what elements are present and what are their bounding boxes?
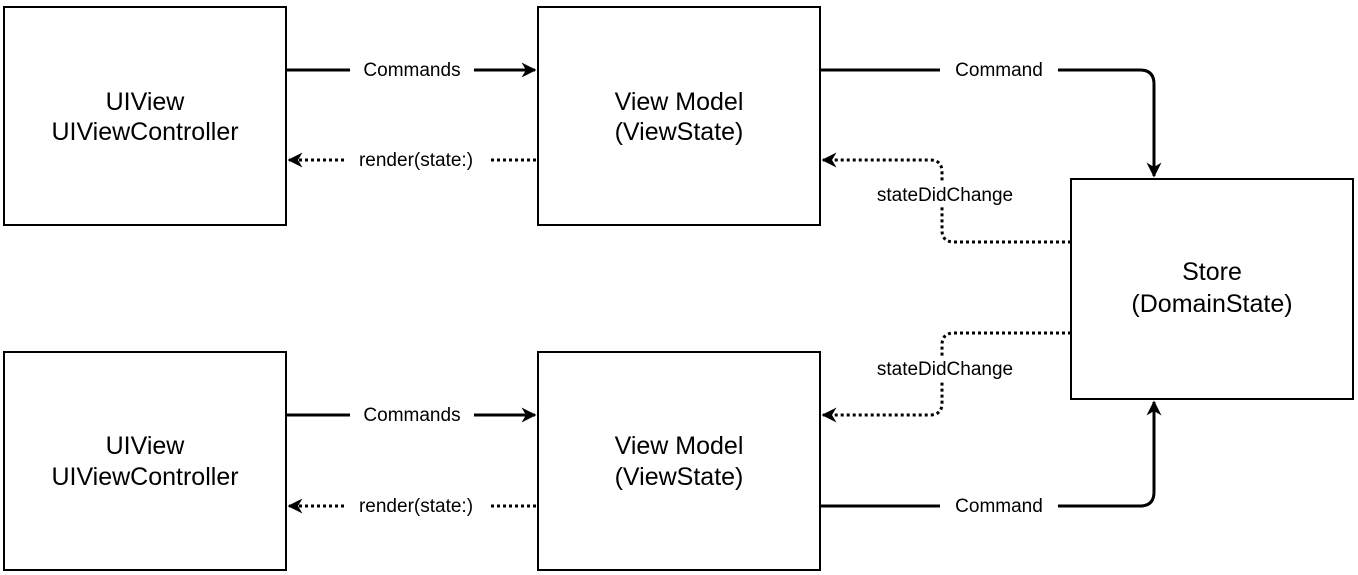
view-model-box-bottom-line2: (ViewState) bbox=[615, 463, 744, 491]
state-did-change-arrow-top: stateDidChange bbox=[821, 152, 1071, 244]
state-did-change-label-top: stateDidChange bbox=[877, 185, 1013, 206]
state-did-change-arrow-bottom: stateDidChange bbox=[821, 331, 1071, 423]
store-box-line2: (DomainState) bbox=[1131, 290, 1292, 318]
store-box-line1: Store bbox=[1182, 258, 1242, 286]
commands-label-top: Commands bbox=[363, 60, 460, 81]
view-model-box-top: View Model (ViewState) bbox=[537, 6, 821, 226]
view-model-box-top-line1: View Model bbox=[615, 88, 744, 116]
commands-arrow-top: Commands bbox=[286, 58, 537, 82]
command-arrow-top: Command bbox=[820, 58, 1162, 178]
uiview-box-bottom: UIView UIViewController bbox=[3, 351, 287, 571]
command-label-bottom: Command bbox=[955, 496, 1043, 517]
view-model-box-bottom: View Model (ViewState) bbox=[537, 351, 821, 571]
uiview-box-top-line2: UIViewController bbox=[51, 118, 238, 146]
render-label-bottom: render(state:) bbox=[359, 496, 473, 517]
uiview-box-bottom-line2: UIViewController bbox=[51, 463, 238, 491]
render-label-top: render(state:) bbox=[359, 150, 473, 171]
state-did-change-label-bottom: stateDidChange bbox=[877, 359, 1013, 380]
commands-label-bottom: Commands bbox=[363, 405, 460, 426]
uiview-box-bottom-line1: UIView bbox=[106, 432, 186, 460]
render-arrow-top: render(state:) bbox=[287, 148, 536, 172]
view-model-box-bottom-line1: View Model bbox=[615, 432, 744, 460]
render-arrow-bottom: render(state:) bbox=[287, 494, 536, 518]
command-label-top: Command bbox=[955, 60, 1043, 81]
store-box: Store (DomainState) bbox=[1070, 178, 1354, 400]
commands-arrow-bottom: Commands bbox=[286, 403, 537, 427]
command-arrow-bottom: Command bbox=[820, 400, 1162, 518]
uiview-box-top-line1: UIView bbox=[106, 88, 186, 116]
view-model-box-top-line2: (ViewState) bbox=[615, 118, 744, 146]
uiview-box-top: UIView UIViewController bbox=[3, 6, 287, 226]
